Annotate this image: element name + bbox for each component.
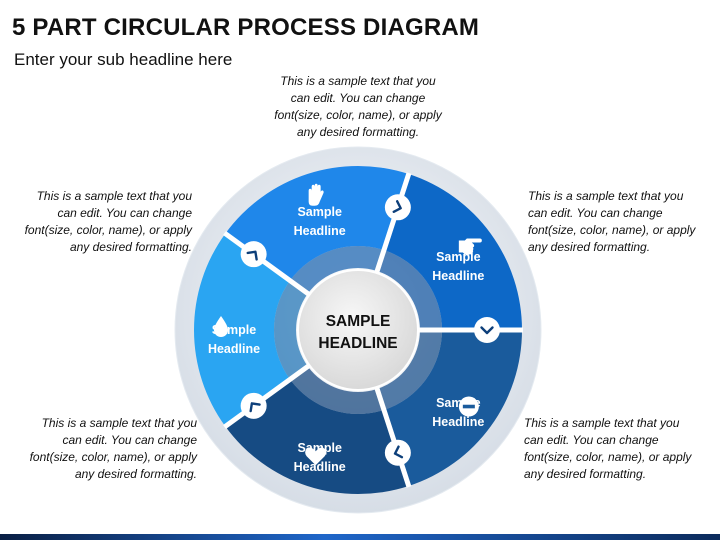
inner-band-shade-5 [290,366,384,415]
chevron-glyph [480,326,494,335]
inner-band-3 [377,250,442,330]
process-segment-4 [383,330,522,486]
note-upper-left: This is a sample text that you can edit.… [0,188,192,256]
bottom-accent-bar [0,534,720,540]
center-circle [297,269,419,391]
segment-1-label-line2: Headline [208,342,260,356]
note-line: font(size, color, name), or apply [528,223,696,237]
minus-circle-icon [458,396,479,417]
segment-3-label-line2: Headline [432,269,484,283]
chevron-glyph [392,200,402,213]
note-line: any desired formatting. [69,240,192,254]
chevron-badge [240,392,267,419]
note-line: any desired formatting. [74,467,197,481]
segment-divider [223,363,311,430]
note-line: any desired formatting. [528,240,651,254]
inner-band-shade-3 [377,250,442,330]
hand-shape [308,183,324,206]
page-title: 5 PART CIRCULAR PROCESS DIAGRAM [12,14,480,41]
note-line: This is a sample text that you [280,74,436,88]
segment-5-label-line2: Headline [294,460,346,474]
note-line: font(size, color, name), or apply [29,450,197,464]
inner-band-5 [290,366,384,415]
center-headline-line2: HEADLINE [318,335,397,352]
chevron-badge [384,194,411,221]
inner-band-1 [274,280,308,380]
inner-band-shade-1 [274,280,308,380]
note-line: This is a sample text that you [41,416,197,430]
note-line: font(size, color, name), or apply [274,108,442,122]
hand-icon [308,183,324,206]
page-subtitle: Enter your sub headline here [14,50,233,69]
process-segment-1 [193,233,291,427]
note-line: can edit. You can change [290,91,426,105]
note-upper-right: This is a sample text that you can edit.… [528,188,720,256]
drop-shape [214,316,228,337]
note-line: font(size, color, name), or apply [524,450,692,464]
pointing-hand-shape [458,238,482,255]
chevron-icon [240,392,267,419]
chevron-glyph [249,402,261,413]
process-segment-2 [225,166,409,281]
chevron-icon [474,317,500,343]
note-line: font(size, color, name), or apply [24,223,192,237]
segment-2-label-line1: Sample [297,205,342,219]
chevron-icon [384,439,411,466]
note-line: any desired formatting. [296,125,420,139]
inner-band-shade-4 [377,330,442,410]
inner-band-2 [290,245,384,294]
process-segment-5 [225,379,409,494]
chevron-badge [474,317,500,343]
chevron-badge [240,241,267,268]
chevron-icon [384,194,411,221]
inner-band-shade-2 [290,245,384,294]
note-line: This is a sample text that you [524,416,680,430]
note-lower-left: This is a sample text that you can edit.… [0,415,197,483]
minus-bar [462,404,475,409]
note-line: can edit. You can change [57,206,192,220]
chevron-icon [240,241,267,268]
pointing-hand-icon [458,238,482,255]
chevron-glyph [246,250,258,261]
segment-4-label-line2: Headline [432,415,484,429]
segment-divider [374,386,412,488]
drop-icon [214,316,228,337]
chevron-badge [384,439,411,466]
segment-divider [223,230,311,297]
process-segment-3 [383,174,522,330]
heart-shape [305,447,327,466]
note-line: This is a sample text that you [528,189,684,203]
note-line: can edit. You can change [62,433,197,447]
inner-band-4 [377,330,442,410]
note-line: can edit. You can change [528,206,663,220]
note-line: This is a sample text that you [36,189,192,203]
heart-icon [305,447,327,466]
segment-divider [374,172,412,274]
note-line: any desired formatting. [524,467,647,481]
chevron-glyph [393,445,404,459]
segment-3-label-line1: Sample [436,250,481,264]
note-lower-right: This is a sample text that you can edit.… [524,415,720,483]
segment-2-label-line2: Headline [294,224,346,238]
note-top: This is a sample text that you can edit.… [243,73,473,141]
note-line: can edit. You can change [524,433,659,447]
center-headline-line1: SAMPLE [326,313,391,330]
